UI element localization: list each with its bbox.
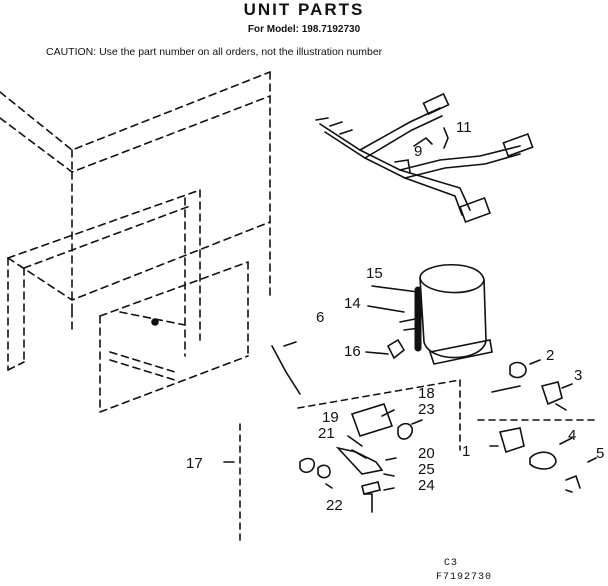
cabinet-fastener [151,318,159,326]
callout-18: 18 [418,385,435,402]
relay-parts [299,403,423,513]
leader-16 [365,351,389,355]
callout-21: 21 [318,425,335,442]
clip-9 [413,136,433,147]
wiring-harness [315,92,534,223]
callout-2: 2 [546,347,555,364]
page-title: UNIT PARTS [243,0,365,19]
callout-25: 25 [418,461,435,478]
clip-11 [443,127,449,149]
callout-14: 14 [344,295,361,312]
callout-4: 4 [568,427,577,444]
callout-24: 24 [418,477,435,494]
callout-5: 5 [596,445,605,462]
callout-15: 15 [366,265,383,282]
leader-6 [283,341,297,347]
right-parts [477,359,599,493]
callout-16: 16 [344,343,361,360]
parts-bracket [239,379,461,541]
callout-9: 9 [414,143,423,160]
grommet [386,338,406,360]
callout-1: 1 [462,443,471,460]
callout-6: 6 [316,309,325,326]
leader-14 [367,305,405,313]
compressor [399,263,493,365]
callout-3: 3 [574,367,583,384]
callout-20: 20 [418,445,435,462]
tube-part-6 [271,345,301,395]
footer-code-diagram: F7192730 [436,572,493,583]
footer-code-c3: C3 [444,558,459,569]
leader-15 [371,285,419,293]
callout-19: 19 [322,409,339,426]
callout-22: 22 [326,497,343,514]
cabinet-outline [0,71,271,413]
callout-11: 11 [456,119,472,136]
callout-17: 17 [186,455,203,472]
model-line: For Model: 198.7192730 [247,24,361,35]
caution-note: CAUTION: Use the part number on all orde… [46,46,383,58]
callout-23: 23 [418,401,435,418]
